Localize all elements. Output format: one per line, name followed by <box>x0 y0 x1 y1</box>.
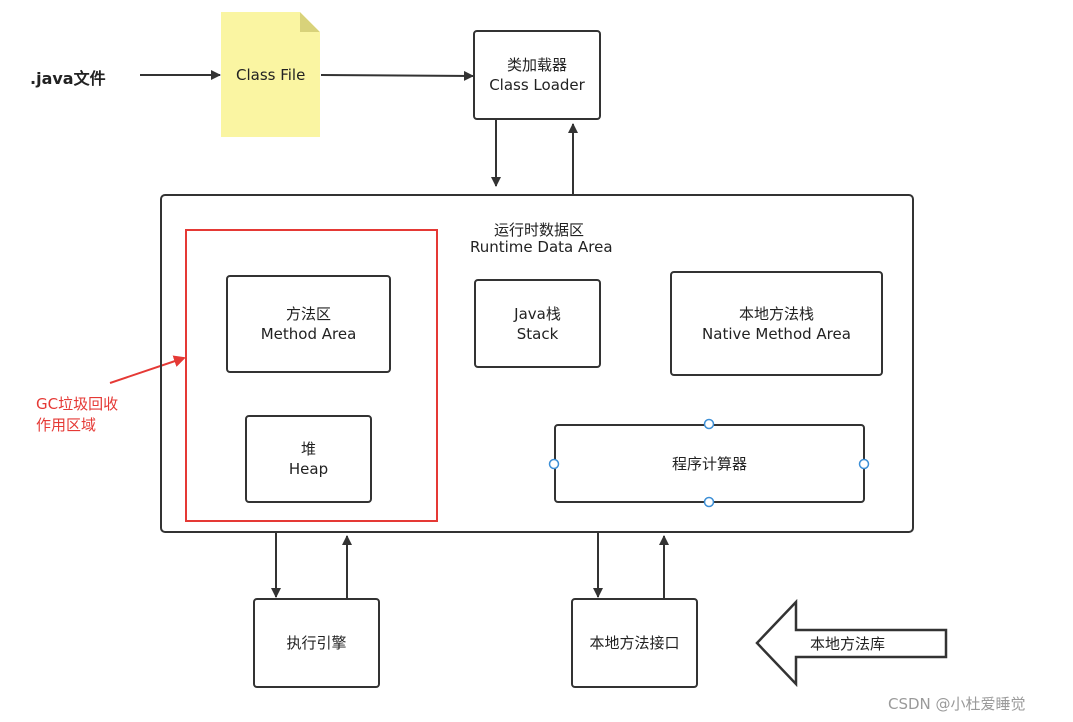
gc-region-label-line2: 作用区域 <box>36 416 97 434</box>
java-source-label: .java文件 <box>30 69 106 88</box>
heap-title-cn: 堆 <box>300 440 316 458</box>
heap-box: 堆 Heap <box>245 415 372 503</box>
resize-handle-top[interactable] <box>703 418 715 430</box>
class-loader-title-cn: 类加载器 <box>506 56 567 74</box>
method-area-box: 方法区 Method Area <box>226 275 391 373</box>
program-counter-title: 程序计算器 <box>671 454 747 473</box>
resize-handle-bottom[interactable] <box>703 496 715 508</box>
arrow-classfile-to-loader <box>320 70 474 81</box>
native-library-arrow-shape <box>755 598 948 688</box>
runtime-data-area-title-en: Runtime Data Area <box>470 238 613 256</box>
java-stack-title-en: Stack <box>516 324 559 343</box>
class-loader-title-en: Class Loader <box>489 76 585 94</box>
native-library-label: 本地方法库 <box>810 635 886 653</box>
gc-region-highlight <box>185 229 438 522</box>
method-area-title-en: Method Area <box>260 325 357 343</box>
program-counter-box[interactable]: 程序计算器 <box>554 424 865 503</box>
native-method-stack-box: 本地方法栈 Native Method Area <box>670 271 883 376</box>
runtime-data-area-box <box>160 194 914 533</box>
note-fold-corner <box>300 12 320 32</box>
native-interface-title: 本地方法接口 <box>589 634 680 652</box>
native-interface-box: 本地方法接口 <box>571 598 698 688</box>
native-method-stack-title-cn: 本地方法栈 <box>738 304 814 323</box>
execution-engine-box: 执行引擎 <box>253 598 380 688</box>
watermark: CSDN @小杜爱睡觉 <box>888 695 1026 713</box>
class-file-label: Class File <box>236 66 306 84</box>
native-method-stack-title-en: Native Method Area <box>702 324 851 343</box>
java-stack-title-cn: Java栈 <box>514 304 561 323</box>
gc-pointer-arrow <box>109 355 186 384</box>
class-loader-box: 类加载器 Class Loader <box>473 30 601 120</box>
method-area-title-cn: 方法区 <box>285 305 331 323</box>
runtime-data-area-title-cn: 运行时数据区 <box>494 221 585 239</box>
heap-title-en: Heap <box>288 460 329 478</box>
java-stack-box: Java栈 Stack <box>474 279 601 368</box>
gc-region-label-line1: GC垃圾回收 <box>36 395 119 413</box>
resize-handle-left[interactable] <box>548 458 560 470</box>
resize-handle-right[interactable] <box>858 458 870 470</box>
class-file-note: Class File <box>221 12 320 137</box>
execution-engine-title: 执行引擎 <box>286 634 347 652</box>
